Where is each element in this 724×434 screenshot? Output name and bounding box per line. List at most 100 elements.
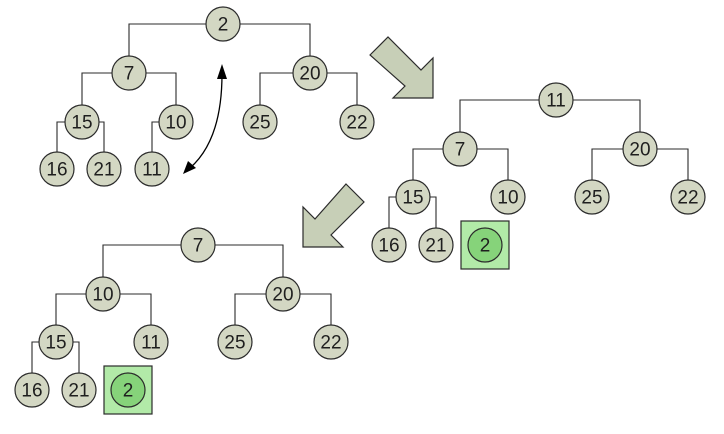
node-label: 7 (124, 64, 135, 85)
step-arrow-2 (302, 183, 365, 248)
removed-node-circle (110, 372, 146, 408)
edge-tree-final-d-h (31, 341, 39, 373)
node-label: 22 (677, 188, 698, 209)
node-label: 15 (402, 188, 423, 209)
node-label: 7 (193, 236, 204, 257)
heap-node: 15 (38, 324, 74, 360)
edge-tree-initial-d-i (99, 121, 105, 152)
heap-node: 22 (313, 324, 349, 360)
node-label: 20 (272, 285, 293, 306)
edge-tree-final-d-i (73, 341, 80, 373)
edge-tree-final-c-f (234, 293, 266, 325)
heap-node: 20 (622, 131, 658, 167)
node-circle (205, 6, 241, 42)
node-label: 10 (497, 188, 518, 209)
arrows-layer (183, 36, 434, 248)
edge-tree-final-c-g (300, 293, 332, 325)
node-circle (61, 372, 97, 408)
node-circle (265, 276, 301, 312)
node-circle (111, 55, 147, 91)
heap-node: 2 (205, 6, 241, 42)
heap-node: 10 (85, 276, 121, 312)
node-label: 22 (346, 113, 367, 134)
node-label: 16 (21, 381, 42, 402)
edge-tree-swapped-a-b (459, 99, 539, 132)
step-arrow-1 (369, 36, 434, 99)
node-circle (395, 179, 431, 215)
removed-layer: 22 (103, 220, 510, 415)
node-label: 21 (93, 160, 114, 181)
heap-node: 7 (111, 55, 147, 91)
node-label: 20 (299, 64, 320, 85)
edge-tree-swapped-b-e (477, 148, 509, 180)
node-label: 16 (46, 160, 67, 181)
heap-node: 22 (670, 179, 706, 215)
edge-tree-initial-e-j (151, 121, 159, 152)
node-label: 15 (45, 333, 66, 354)
edge-tree-swapped-d-h (388, 196, 396, 228)
heap-node: 20 (265, 276, 301, 312)
heap-node: 21 (86, 151, 122, 187)
node-label: 25 (224, 333, 245, 354)
edge-tree-initial-d-h (56, 121, 65, 152)
node-label: 16 (378, 236, 399, 257)
node-circle (86, 151, 122, 187)
heap-node: 15 (64, 104, 100, 140)
heap-node: 25 (574, 179, 610, 215)
node-circle (242, 104, 278, 140)
edge-tree-swapped-c-g (657, 148, 689, 180)
node-circle (134, 151, 170, 187)
heap-node: 21 (61, 372, 97, 408)
edge-tree-swapped-d-i (430, 196, 437, 228)
node-circle (442, 131, 478, 167)
node-label: 21 (425, 236, 446, 257)
node-label: 7 (455, 140, 466, 161)
heap-node: 21 (418, 227, 454, 263)
edge-tree-swapped-a-c (573, 99, 641, 132)
swap-arrow-head-down (183, 161, 196, 174)
heap-node: 15 (395, 179, 431, 215)
heap-node: 7 (442, 131, 478, 167)
edge-tree-final-a-b (102, 244, 181, 277)
heap-node: 10 (158, 104, 194, 140)
node-label: 21 (68, 381, 89, 402)
node-circle (14, 372, 50, 408)
node-label: 15 (71, 113, 92, 134)
node-circle (38, 324, 74, 360)
removed-node-label: 2 (480, 236, 491, 257)
edge-tree-initial-b-e (146, 72, 177, 105)
edge-tree-swapped-b-d (412, 148, 443, 180)
removed-node: 2 (103, 365, 153, 415)
heap-node: 7 (180, 227, 216, 263)
edge-tree-final-a-c (215, 244, 284, 277)
node-circle (490, 179, 526, 215)
heap-node: 16 (14, 372, 50, 408)
heap-node: 11 (133, 324, 169, 360)
node-label: 11 (141, 333, 161, 354)
node-circle (622, 131, 658, 167)
removed-node-label: 2 (123, 381, 134, 402)
node-circle (292, 55, 328, 91)
edge-tree-initial-c-f (259, 72, 293, 105)
node-circle (371, 227, 407, 263)
node-circle (313, 324, 349, 360)
node-label: 25 (249, 113, 270, 134)
heap-node: 11 (134, 151, 170, 187)
node-circle (574, 179, 610, 215)
node-label: 10 (165, 113, 186, 134)
node-circle (133, 324, 169, 360)
swap-arrow-head-up (217, 64, 227, 79)
edge-tree-final-b-d (55, 293, 86, 325)
removed-node: 2 (460, 220, 510, 270)
node-circle (670, 179, 706, 215)
node-label: 11 (142, 160, 162, 181)
edge-tree-initial-b-d (81, 72, 112, 105)
node-label: 22 (320, 333, 341, 354)
node-circle (339, 104, 375, 140)
node-label: 10 (92, 285, 113, 306)
edge-tree-swapped-c-f (591, 148, 623, 180)
heap-node: 16 (39, 151, 75, 187)
heap-node: 11 (538, 82, 574, 118)
